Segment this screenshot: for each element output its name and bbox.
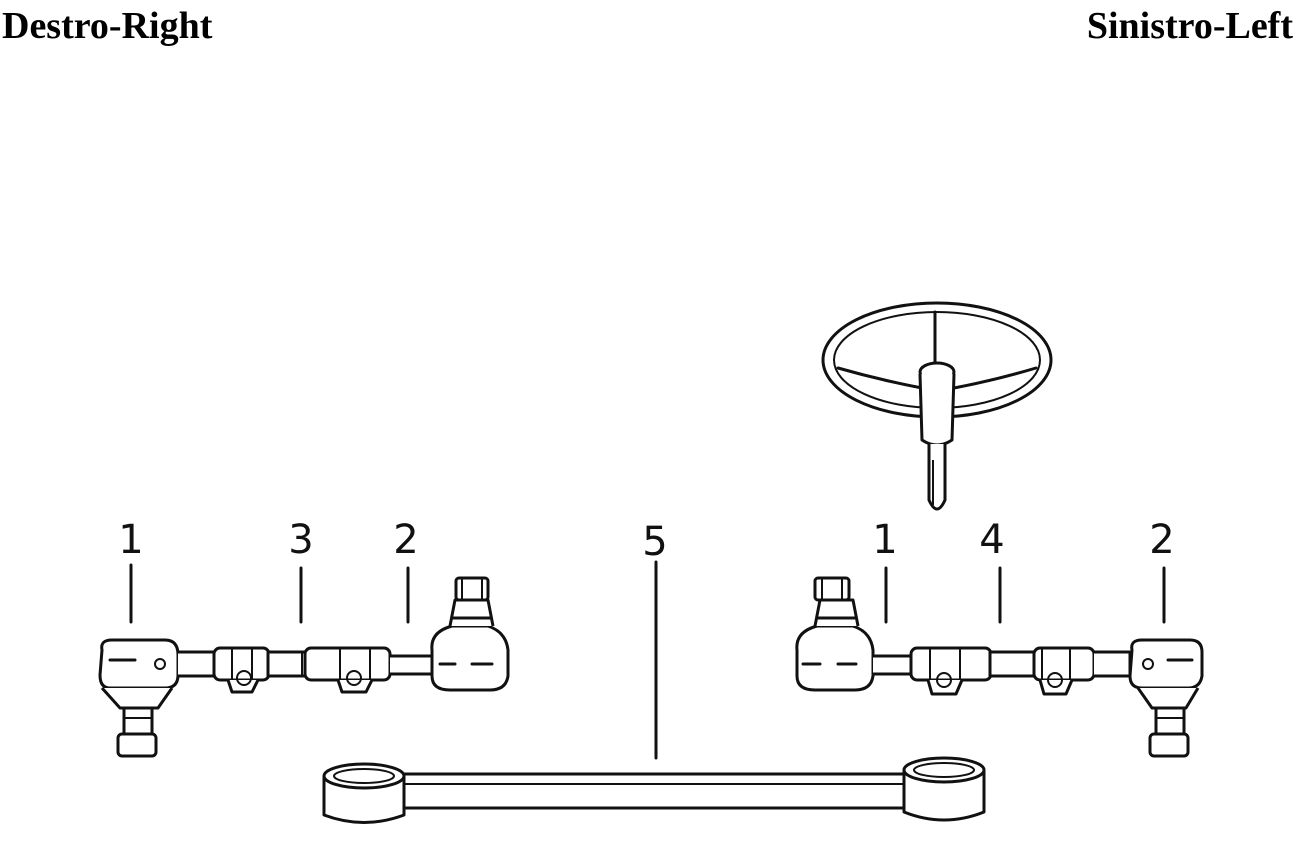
tie-rod-assembly-sinistro — [795, 576, 1204, 758]
ball-joint-1-sinistro — [795, 576, 875, 692]
heading-sinistro-left: Sinistro-Left — [1086, 5, 1293, 47]
ball-joint-2-sinistro — [1128, 638, 1204, 758]
clamp-sinistro-a — [909, 646, 993, 696]
leader-lines — [129, 560, 1166, 760]
clamp-destro-a — [212, 646, 271, 694]
clamp-sinistro-b — [1032, 646, 1096, 696]
center-link-bushing-right — [902, 756, 986, 822]
callout-3-destro: 3 — [288, 517, 313, 563]
callout-1-destro: 1 — [118, 517, 143, 563]
heading-destro-right: Destro-Right — [2, 5, 213, 47]
clamp-destro-b — [303, 646, 392, 694]
callout-2-sinistro: 2 — [1149, 517, 1174, 563]
ball-joint-2-destro — [430, 576, 510, 692]
tie-rod-assembly-destro — [98, 576, 510, 758]
center-link — [322, 756, 986, 824]
ball-joint-1-destro — [98, 638, 180, 758]
callout-2-destro: 2 — [393, 517, 418, 563]
callout-1-sinistro: 1 — [872, 517, 897, 563]
callout-4-sinistro: 4 — [979, 517, 1004, 563]
center-link-bushing-left — [322, 762, 406, 824]
steering-wheel — [821, 301, 1053, 511]
callout-5-center-link: 5 — [642, 519, 667, 565]
